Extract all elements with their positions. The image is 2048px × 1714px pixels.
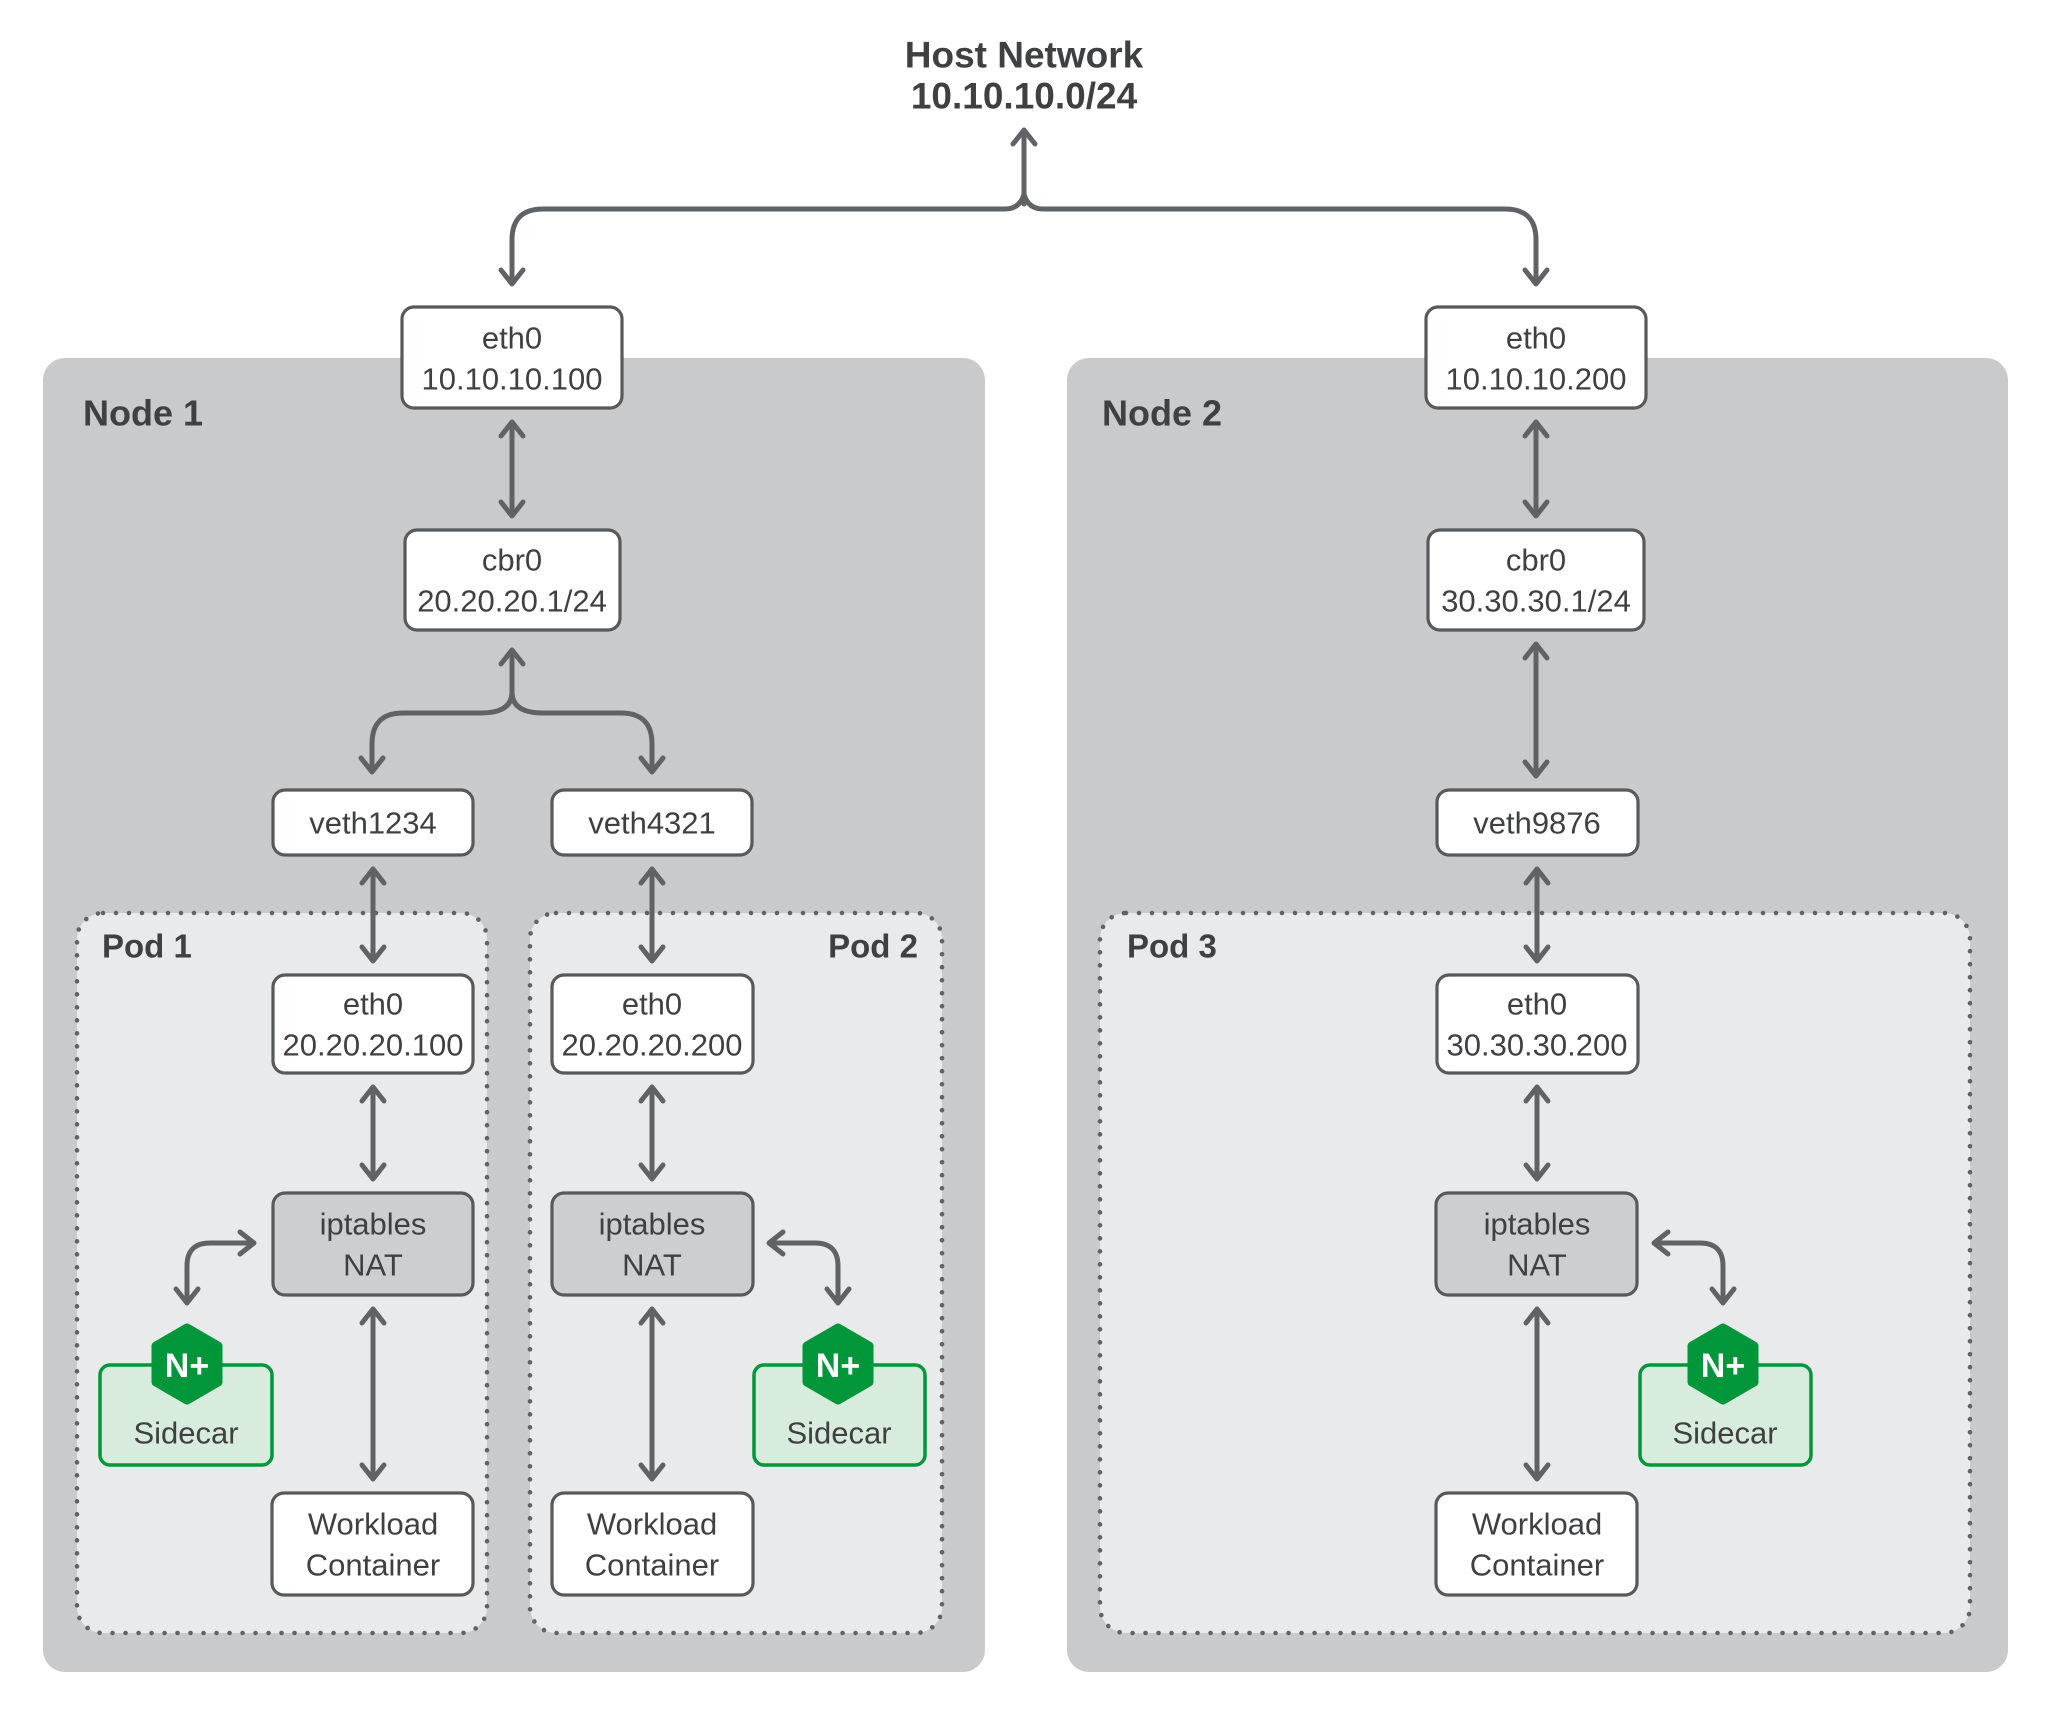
node1-eth0-ip: 10.10.10.100 [421, 362, 602, 397]
pod1-nat-line2: NAT [343, 1248, 403, 1283]
pod3-nginx-plus-icon: N+ [1687, 1323, 1759, 1405]
veth1234-box: veth1234 [271, 788, 475, 857]
pod1-iptables-nat-box: iptables NAT [271, 1191, 475, 1297]
node1-branch-to-veth1234 [358, 689, 515, 775]
node1-cbr0-rect [403, 528, 622, 632]
pod3-label: Pod 3 [1127, 928, 1217, 965]
pod2-nat-rect [550, 1191, 755, 1297]
node2-cbr0-name: cbr0 [1506, 543, 1566, 578]
node2-eth0-name: eth0 [1506, 321, 1566, 356]
node1-cbr0-name: cbr0 [482, 543, 542, 578]
pod1-workload-line1: Workload [308, 1507, 438, 1542]
node2-eth0-rect [1424, 305, 1648, 410]
pod3-workload-rect [1434, 1491, 1639, 1597]
pod1-nat-rect [271, 1191, 475, 1297]
pod2-eth0-rect [550, 973, 755, 1075]
pod2-nginx-hexagon [802, 1323, 874, 1405]
node2-cbr0-ip: 30.30.30.1/24 [1441, 584, 1631, 619]
node2-eth0-ip: 10.10.10.200 [1445, 362, 1626, 397]
pod3-workload-line1: Workload [1472, 1507, 1602, 1542]
node1-branch-to-veth4321 [509, 689, 666, 775]
pod2-iptables-nat-box: iptables NAT [550, 1191, 755, 1297]
pod2-label: Pod 2 [828, 928, 918, 965]
veth4321-label: veth4321 [588, 806, 716, 841]
pod3-eth0-box: eth0 30.30.30.200 [1435, 973, 1640, 1075]
pod3-workload-line2: Container [1470, 1548, 1604, 1583]
node1-eth0-name: eth0 [482, 321, 542, 356]
pod2-workload-box: Workload Container [550, 1491, 755, 1597]
host-network-cidr: 10.10.10.0/24 [911, 76, 1138, 117]
pod3-sidecar-nat-arrow [1651, 1229, 1737, 1306]
pod3-iptables-nat-box: iptables NAT [1434, 1191, 1639, 1297]
node1-cbr0-box: cbr0 20.20.20.1/24 [403, 528, 622, 632]
veth4321-box: veth4321 [550, 788, 754, 857]
pod1-label: Pod 1 [102, 928, 192, 965]
veth4321-rect [550, 788, 754, 857]
pod1-sidecar: N+ Sidecar [98, 1323, 274, 1467]
veth1234-label: veth1234 [309, 806, 437, 841]
pod2-nginx-plus-icon: N+ [802, 1323, 874, 1405]
pod2-nat-line2: NAT [622, 1248, 682, 1283]
node2-cbr0-rect [1426, 528, 1646, 632]
pod1-nginx-plus-icon: N+ [151, 1323, 223, 1405]
pod3-nginx-hexagon [1687, 1323, 1759, 1405]
node2-eth0-box: eth0 10.10.10.200 [1424, 305, 1648, 410]
pod2-sidecar: N+ Sidecar [752, 1323, 927, 1467]
pod2-sidecar-label: Sidecar [786, 1416, 891, 1451]
node1-eth0-box: eth0 10.10.10.100 [400, 305, 624, 410]
pod2-workload-line2: Container [585, 1548, 719, 1583]
pod3-nat-line2: NAT [1507, 1248, 1567, 1283]
pod1-eth0-rect [271, 973, 475, 1075]
node2-cbr0-box: cbr0 30.30.30.1/24 [1426, 528, 1646, 632]
pod2-nginx-logo-text: N+ [816, 1347, 860, 1385]
pod1-sidecar-label: Sidecar [133, 1416, 238, 1451]
veth9876-rect [1435, 788, 1640, 857]
pod3-nat-rect [1434, 1191, 1639, 1297]
pod1-workload-box: Workload Container [270, 1491, 475, 1597]
pod1-eth0-box: eth0 20.20.20.100 [271, 973, 475, 1075]
veth9876-box: veth9876 [1435, 788, 1640, 857]
veth9876-label: veth9876 [1473, 806, 1601, 841]
pod2-eth0-box: eth0 20.20.20.200 [550, 973, 755, 1075]
pod3-eth0-name: eth0 [1507, 987, 1567, 1022]
host-to-node2-arrow [1021, 191, 1550, 287]
host-network-title: Host Network [905, 35, 1144, 76]
pod1-sidecar-nat-arrow [173, 1229, 257, 1306]
pod3-eth0-rect [1435, 973, 1640, 1075]
pod2-nat-line1: iptables [599, 1207, 706, 1242]
pod1-eth0-name: eth0 [343, 987, 403, 1022]
pod2-workload-line1: Workload [587, 1507, 717, 1542]
pod2-sidecar-nat-arrow [766, 1229, 852, 1306]
pod1-nginx-hexagon [151, 1323, 223, 1405]
pod2-workload-rect [550, 1491, 755, 1597]
pod3-sidecar: N+ Sidecar [1638, 1323, 1813, 1467]
node2-label: Node 2 [1102, 393, 1222, 434]
node1-cbr0-ip: 20.20.20.1/24 [417, 584, 607, 619]
pod2-eth0-ip: 20.20.20.200 [561, 1028, 742, 1063]
pod1-nginx-logo-text: N+ [165, 1347, 209, 1385]
node1-eth0-rect [400, 305, 624, 410]
veth1234-rect [271, 788, 475, 857]
pod3-sidecar-label: Sidecar [1672, 1416, 1777, 1451]
pod3-nat-line1: iptables [1484, 1207, 1591, 1242]
pod1-workload-rect [270, 1491, 475, 1597]
pod3-nginx-logo-text: N+ [1701, 1347, 1745, 1385]
pod1-eth0-ip: 20.20.20.100 [282, 1028, 463, 1063]
pod3-workload-box: Workload Container [1434, 1491, 1639, 1597]
pod3-eth0-ip: 30.30.30.200 [1446, 1028, 1627, 1063]
host-to-node1-arrow [498, 191, 1027, 287]
pod2-eth0-name: eth0 [622, 987, 682, 1022]
pod1-workload-line2: Container [306, 1548, 440, 1583]
pod1-nat-line1: iptables [320, 1207, 427, 1242]
node1-label: Node 1 [83, 393, 203, 434]
